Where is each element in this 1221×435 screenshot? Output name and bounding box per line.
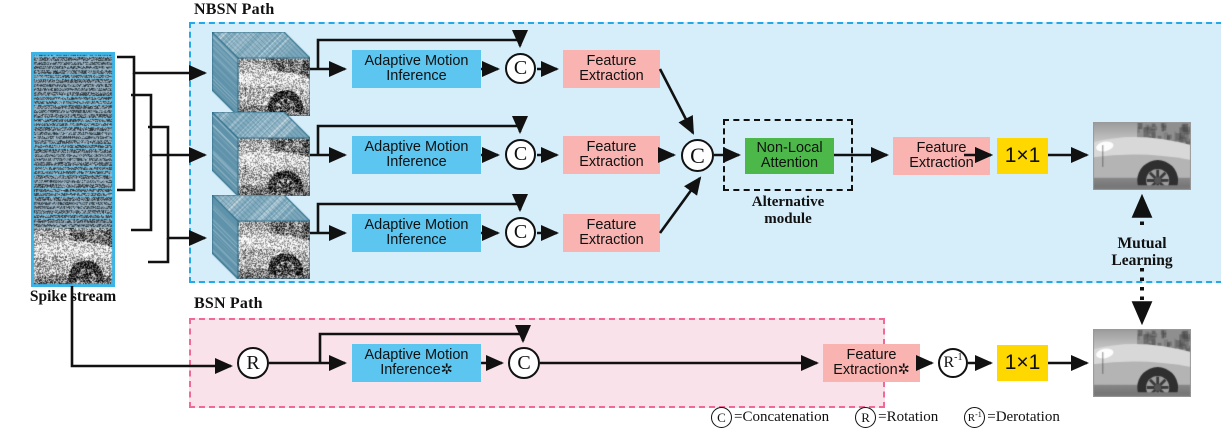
legend-rotation-symbol: R	[861, 409, 870, 425]
ami-line2-2: Inference	[386, 154, 447, 170]
concat-circle-2[interactable]: C	[505, 139, 536, 170]
fe-tail-line1: Feature	[916, 140, 967, 157]
concat-circle-bsn[interactable]: C	[508, 347, 540, 379]
legend-derotation-superscript: -1	[975, 410, 982, 419]
legend-rotation-icon: R	[855, 407, 877, 428]
fe-line2-2: Extraction	[579, 154, 644, 170]
bsn-output-image	[1093, 329, 1191, 397]
feature-extraction-box-tail[interactable]: Feature Extraction	[893, 137, 990, 175]
spike-volume-2	[212, 112, 310, 201]
mutual-line1: Mutual	[1117, 235, 1167, 252]
ami-line1-3: Adaptive Motion	[364, 217, 469, 234]
feature-extraction-box-bsn[interactable]: Feature Extraction✲	[823, 344, 920, 382]
fe-line1-3: Feature	[586, 217, 637, 234]
nbsn-output-image	[1093, 122, 1191, 190]
concat-circle-3[interactable]: C	[505, 217, 536, 248]
spike-stream-label: Spike stream	[29, 288, 117, 305]
feature-extraction-box-2[interactable]: Feature Extraction	[563, 136, 660, 174]
ami-line1-1: Adaptive Motion	[364, 53, 469, 70]
fe-bsn-line2: Extraction✲	[833, 362, 910, 378]
spike-volume-1	[212, 32, 310, 121]
adaptive-motion-inference-box-2[interactable]: Adaptive Motion Inference	[352, 136, 481, 174]
adaptive-motion-inference-box-1[interactable]: Adaptive Motion Inference	[352, 50, 481, 88]
concat-symbol-2: C	[513, 143, 528, 165]
concat-symbol-1: C	[513, 57, 528, 79]
fe-tail-line2: Extraction	[909, 155, 974, 171]
spike-volume-3	[212, 195, 310, 284]
concat-circle-1[interactable]: C	[505, 53, 536, 84]
legend-concat-symbol: C	[717, 409, 726, 425]
merge-concat-circle[interactable]: C	[681, 139, 714, 172]
ami-bsn-line1: Adaptive Motion	[364, 347, 469, 364]
ami-line2-1: Inference	[386, 68, 447, 84]
bsn-path-title: BSN Path	[194, 295, 263, 312]
spike-stream-image	[31, 52, 115, 287]
legend-concat-text: =Concatenation	[734, 409, 830, 425]
ami-line2-3: Inference	[386, 232, 447, 248]
merge-concat-symbol: C	[690, 142, 705, 168]
fe-line2-3: Extraction	[579, 232, 644, 248]
ami-bsn-line2: Inference✲	[380, 362, 453, 378]
fe-line1-2: Feature	[586, 139, 637, 156]
ami-line1-2: Adaptive Motion	[364, 139, 469, 156]
mutual-line2: Learning	[1111, 252, 1173, 270]
fe-bsn-line1: Feature	[846, 347, 897, 364]
fe-line2-1: Extraction	[579, 68, 644, 84]
alt-caption-line2: module	[764, 210, 812, 227]
feature-extraction-box-1[interactable]: Feature Extraction	[563, 50, 660, 88]
derotation-circle[interactable]: R-1	[938, 348, 968, 378]
conv-1x1-box-bsn[interactable]: 1×1	[997, 345, 1048, 381]
rotation-symbol: R	[246, 351, 260, 374]
conv-label-nbsn: 1×1	[1004, 144, 1041, 168]
legend-rotation-text: =Rotation	[878, 409, 939, 425]
adaptive-motion-inference-box-bsn[interactable]: Adaptive Motion Inference✲	[352, 344, 481, 382]
feature-extraction-box-3[interactable]: Feature Extraction	[563, 214, 660, 252]
legend: C=Concatenation R=Rotation R-1=Derotatio…	[711, 407, 1060, 428]
conv-1x1-box-nbsn[interactable]: 1×1	[997, 138, 1048, 174]
alt-caption-line1: Alternative	[751, 194, 825, 210]
fe-line1-1: Feature	[586, 53, 637, 70]
alternative-module-caption: Alternative module	[723, 194, 853, 228]
derotation-symbol: R	[943, 354, 955, 371]
rotation-circle[interactable]: R	[237, 347, 269, 379]
legend-derotation-icon: R-1	[964, 407, 986, 428]
attention-line2: Attention	[760, 155, 819, 171]
nbsn-path-title: NBSN Path	[194, 1, 275, 18]
conv-label-bsn: 1×1	[1004, 351, 1041, 375]
adaptive-motion-inference-box-3[interactable]: Adaptive Motion Inference	[352, 214, 481, 252]
mutual-learning-label: Mutual Learning	[1089, 235, 1195, 270]
legend-derotation-symbol: R	[967, 411, 976, 424]
attention-line1: Non-Local	[756, 140, 823, 157]
legend-derotation-text: =Derotation	[987, 409, 1060, 425]
legend-concat-icon: C	[711, 407, 732, 428]
concat-symbol-bsn: C	[517, 351, 531, 374]
derotation-superscript: -1	[954, 352, 963, 363]
non-local-attention-box[interactable]: Non-Local Attention	[745, 138, 834, 174]
concat-symbol-3: C	[513, 221, 528, 243]
